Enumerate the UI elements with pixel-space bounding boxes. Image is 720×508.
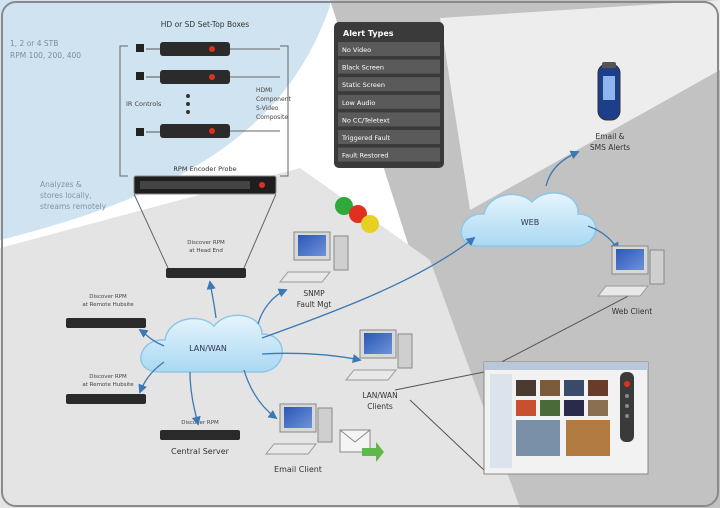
remote-probe-b-label-2: at Remote Hubsite <box>82 382 134 388</box>
svg-text:SMS Alerts: SMS Alerts <box>590 143 630 152</box>
headend-probe-label-1: Discover RPM <box>187 240 225 246</box>
envelope <box>339 429 384 462</box>
alert-type-item <box>338 147 440 162</box>
web-browser-screenshot <box>483 361 649 475</box>
alert-type-item <box>338 112 440 127</box>
svg-text:Clients: Clients <box>367 402 393 411</box>
envelope-icon <box>339 429 384 462</box>
stb-title: HD or SD Set-Top Boxes <box>161 20 249 29</box>
alert-types-title: Alert Types <box>343 29 394 38</box>
remote-probe-b <box>66 394 146 404</box>
alert-lights <box>335 197 379 233</box>
remote-probe-a-label-1: Discover RPM <box>89 294 127 300</box>
web-client-computer: Web Client <box>596 245 665 316</box>
svg-text:WEB: WEB <box>521 218 539 227</box>
phone-icon <box>597 62 621 121</box>
ir-controls-label: IR Controls <box>126 100 162 108</box>
cloud-icon <box>460 192 597 247</box>
analyzes-line-3: streams remotely <box>40 202 107 211</box>
tuner-models: RPM 100, 200, 400 <box>10 51 81 60</box>
set-top-box-icon <box>160 42 230 56</box>
headend-probe <box>166 268 246 278</box>
central-server-label: Central Server <box>171 447 230 456</box>
alert-type-label: No Video <box>342 46 371 54</box>
remote-probe-b-label-1: Discover RPM <box>89 374 127 380</box>
lanwan-cloud: LAN/WAN <box>140 314 283 373</box>
analyzes-line-2: stores locally, <box>40 191 92 200</box>
svg-text:Email &: Email & <box>595 132 624 141</box>
bg-white-wedge <box>440 0 720 210</box>
headend-probe-label-2: at Head End <box>189 248 223 254</box>
alert-type-item <box>338 130 440 144</box>
computer-icon <box>264 403 333 455</box>
central-probe-label: Discover RPM <box>181 420 219 426</box>
mobile-phone: Email & SMS Alerts <box>590 62 630 152</box>
ir-emitter-icon <box>136 128 144 136</box>
alert-type-label: No CC/Teletext <box>342 116 390 124</box>
svg-text:LAN/WAN: LAN/WAN <box>189 344 227 353</box>
bg-light-blue-zone <box>0 0 330 240</box>
probe-funnel <box>133 193 277 269</box>
set-top-box-icon <box>160 70 230 84</box>
video-note-hdmi: HDMI <box>256 87 272 94</box>
alert-type-label: Static Screen <box>342 81 385 89</box>
set-top-box-icon <box>160 124 230 138</box>
lanwan-client-computer: LAN/WAN Clients <box>344 329 413 411</box>
svg-text:SNMP: SNMP <box>303 289 325 298</box>
analyzes-line-1: Analyzes & <box>40 180 82 189</box>
video-bracket <box>280 45 289 177</box>
svg-text:LAN/WAN: LAN/WAN <box>362 391 397 400</box>
video-note-composite: Composite <box>256 114 288 121</box>
set-top-box-3 <box>136 124 230 138</box>
alert-type-item <box>338 77 440 92</box>
snmp-computer: SNMP Fault Mgt <box>278 231 349 309</box>
central-probe <box>160 430 240 440</box>
set-top-box-2 <box>136 70 230 84</box>
alert-type-label: Triggered Fault <box>341 134 391 142</box>
stb-bracket <box>119 45 128 177</box>
remote-control-icon <box>620 372 634 442</box>
alert-type-label: Low Audio <box>342 99 375 107</box>
set-top-box-1 <box>136 42 230 56</box>
probe-title: RPM Encoder Probe <box>173 165 236 173</box>
remote-probe-a-label-2: at Remote Hubsite <box>82 302 134 308</box>
client-links <box>394 289 641 471</box>
stb-ellipsis <box>186 94 190 114</box>
encoder-probe <box>133 175 277 195</box>
alert-type-item <box>338 59 440 74</box>
svg-text:Web Client: Web Client <box>612 307 653 316</box>
alert-type-label: Fault Restored <box>342 152 388 160</box>
remote-probe-a <box>66 318 146 328</box>
alert-type-item <box>338 42 440 56</box>
video-note-component: Component <box>256 96 291 103</box>
computer-icon <box>344 329 413 381</box>
cloud-icon <box>140 314 283 373</box>
email-client-computer: Email Client <box>264 403 333 474</box>
tuner-note: 1, 2 or 4 STB <box>10 39 58 48</box>
computer-icon <box>596 245 665 297</box>
video-links <box>230 48 280 132</box>
svg-text:Email Client: Email Client <box>274 465 322 474</box>
traffic-light-icon <box>335 197 379 233</box>
connection-arrows <box>138 150 619 426</box>
computer-icon <box>278 231 349 283</box>
video-note-svideo: S-Video <box>256 105 279 112</box>
alert-type-label: Black Screen <box>342 64 384 72</box>
ir-emitter-icon <box>136 72 144 80</box>
web-cloud: WEB <box>460 192 597 247</box>
ir-emitter-icon <box>136 44 144 52</box>
alert-type-item <box>338 94 440 109</box>
svg-text:Fault Mgt: Fault Mgt <box>297 300 332 309</box>
